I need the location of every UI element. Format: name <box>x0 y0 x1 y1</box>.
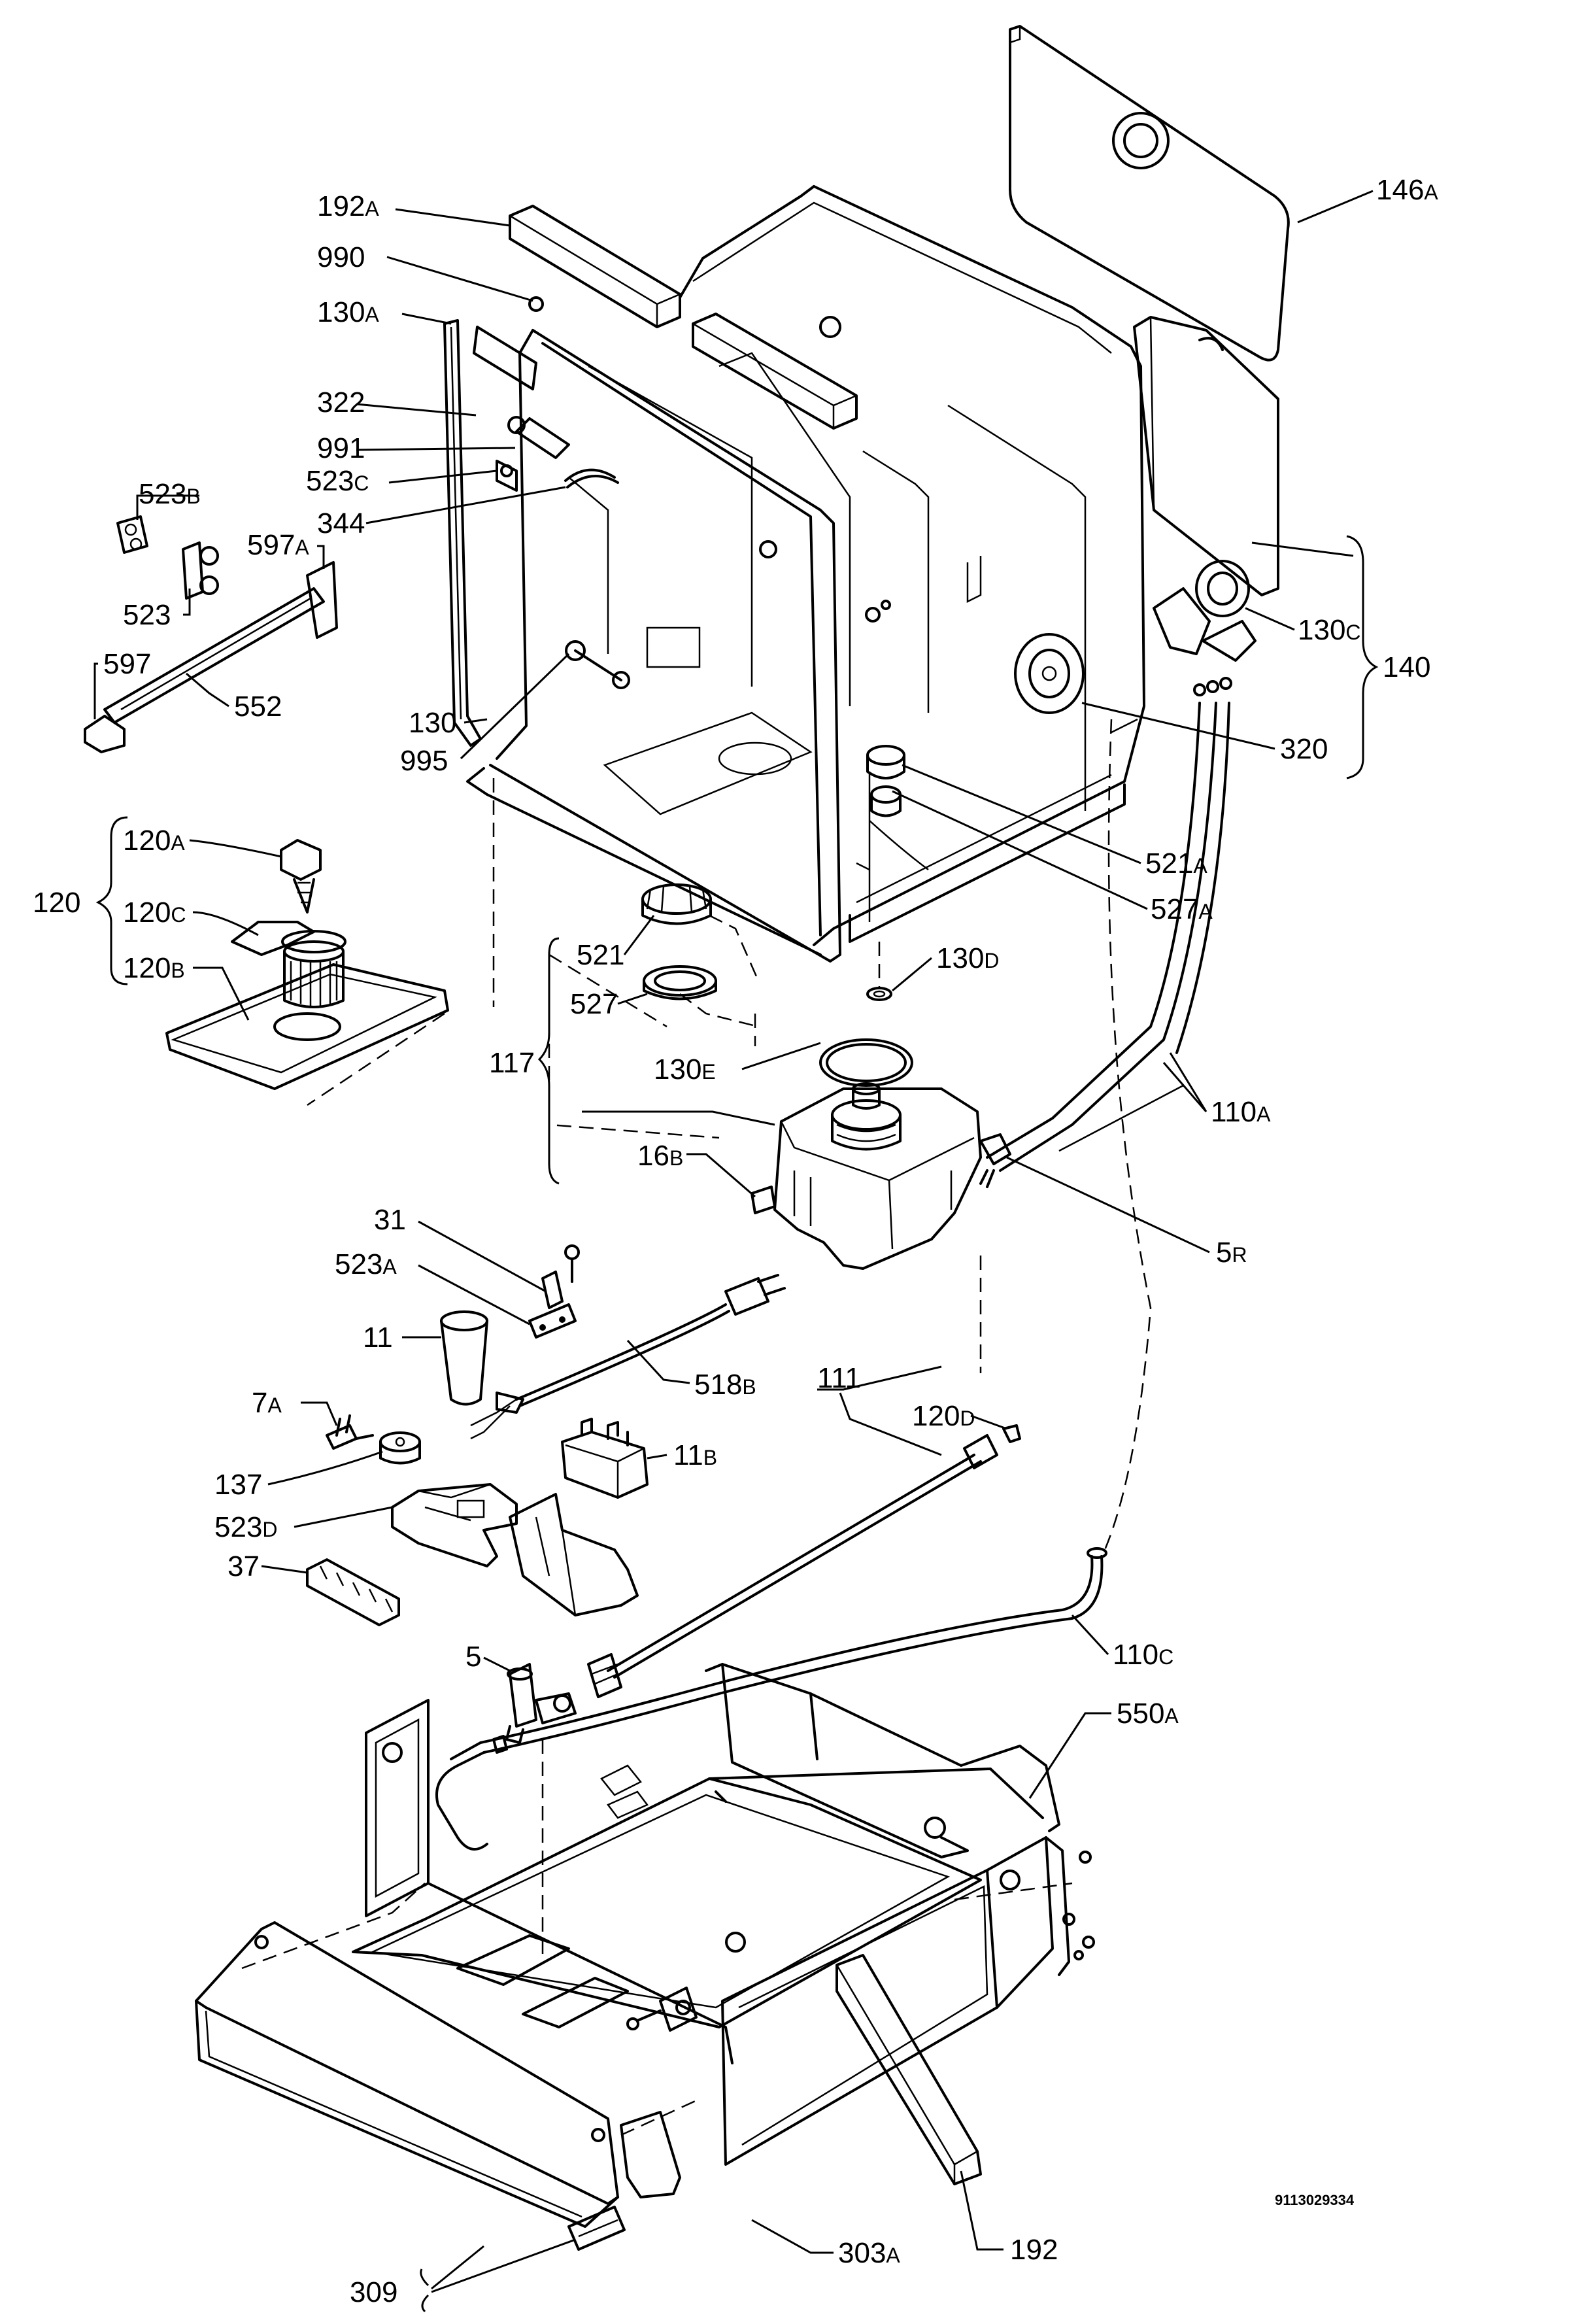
callout-523C: 523C <box>306 465 369 497</box>
callout-5R: 5R <box>1216 1237 1247 1269</box>
part-111-spray-tube <box>587 1424 1021 1698</box>
part-995-hardware <box>565 640 630 689</box>
callout-5: 5 <box>465 1641 481 1673</box>
callout-550A: 550A <box>1117 1698 1179 1730</box>
callout-117: 117 <box>489 1047 535 1079</box>
part-5-valve <box>505 1663 577 1744</box>
document-reference: 9113029334 <box>1275 2192 1355 2208</box>
callout-523B: 523B <box>139 478 201 510</box>
assembly-lines <box>241 719 1152 2136</box>
callout-990: 990 <box>317 241 365 273</box>
part-309-clips <box>567 2206 626 2251</box>
part-550A-base-frame <box>352 1663 1095 2166</box>
callout-137: 137 <box>214 1469 262 1501</box>
part-518B-power-cord <box>470 1274 786 1440</box>
callout-518B: 518B <box>694 1369 756 1401</box>
callout-120D: 120D <box>912 1400 975 1432</box>
part-120B-filter-plate <box>165 940 449 1090</box>
callout-120C: 120C <box>123 897 186 929</box>
part-120A-filter-handle <box>280 839 322 914</box>
part-521A-cap <box>856 745 929 871</box>
callout-521: 521 <box>577 939 624 971</box>
part-146A-insulation-panel <box>1009 25 1290 362</box>
callout-527A: 527A <box>1151 893 1213 925</box>
part-552-rail <box>84 561 338 753</box>
part-140-pump-assembly <box>1014 316 1279 714</box>
callout-130A: 130A <box>317 296 379 328</box>
callout-320: 320 <box>1280 733 1328 765</box>
part-hinge-hardware <box>473 296 619 492</box>
callout-991: 991 <box>317 432 365 464</box>
callout-16B: 16B <box>637 1140 683 1172</box>
part-37-terminal-block <box>306 1558 400 1626</box>
part-523D-bracket <box>391 1483 639 1616</box>
callout-31: 31 <box>374 1204 406 1236</box>
part-7A-component <box>326 1414 374 1450</box>
part-130A-side-seal <box>443 319 482 747</box>
part-tub <box>466 185 1145 963</box>
callout-192: 192 <box>1010 2234 1058 2266</box>
part-110A-hose <box>986 702 1230 1172</box>
callout-303A: 303A <box>838 2237 900 2269</box>
part-523-clip <box>182 541 219 600</box>
callout-120B: 120B <box>123 952 185 984</box>
callout-523: 523 <box>123 599 171 631</box>
part-137-component <box>379 1431 421 1465</box>
part-110C-drain-hose <box>435 1547 1107 1851</box>
callout-11B: 11B <box>673 1439 717 1471</box>
callout-192A: 192A <box>317 190 379 222</box>
part-303A-kick-panel <box>195 1921 681 2228</box>
callout-130D: 130D <box>936 942 1000 974</box>
callout-597A: 597A <box>247 529 309 561</box>
part-120C-filter-cap <box>231 921 346 956</box>
callout-120A: 120A <box>123 825 185 857</box>
callout-521A: 521A <box>1145 847 1207 880</box>
callout-322: 322 <box>317 386 365 419</box>
part-130E-seal-ring <box>819 1038 913 1087</box>
callout-309: 309 <box>350 2276 397 2308</box>
part-521-nut <box>641 883 712 925</box>
callout-523D: 523D <box>214 1511 278 1543</box>
callout-37: 37 <box>228 1550 260 1582</box>
part-192-insulation-strip <box>835 1954 982 2185</box>
callout-130C: 130C <box>1298 614 1361 646</box>
callout-130E: 130E <box>654 1053 716 1085</box>
callout-labels: 146A 192A 990 130A 322 991 523C 344 523B… <box>33 174 1438 2308</box>
callout-111: 111 <box>817 1362 861 1394</box>
part-523A-clip <box>528 1303 577 1339</box>
part-31-screw <box>541 1244 580 1309</box>
callout-552: 552 <box>234 691 282 723</box>
callout-523A: 523A <box>335 1248 397 1280</box>
part-527-ring <box>643 965 717 1000</box>
callout-527: 527 <box>570 988 618 1020</box>
callout-140: 140 <box>1383 651 1430 683</box>
callout-110C: 110C <box>1113 1639 1173 1671</box>
part-523B-clip <box>116 515 148 554</box>
callout-597: 597 <box>103 648 151 680</box>
part-11-capacitor <box>440 1310 524 1414</box>
callout-110A: 110A <box>1211 1096 1271 1128</box>
callout-146A: 146A <box>1376 174 1438 206</box>
leader-lines <box>93 190 1379 2313</box>
part-11B-relay <box>561 1418 649 1499</box>
callout-7A: 7A <box>252 1387 282 1419</box>
part-117-sump <box>751 1082 1011 1270</box>
part-130D-seal <box>866 987 892 1001</box>
callout-120: 120 <box>33 887 80 919</box>
callout-344: 344 <box>317 507 365 539</box>
part-192A-insulation-strip <box>509 205 858 430</box>
callout-995: 995 <box>400 745 448 777</box>
callout-11: 11 <box>363 1322 393 1354</box>
callout-130: 130 <box>409 707 456 739</box>
